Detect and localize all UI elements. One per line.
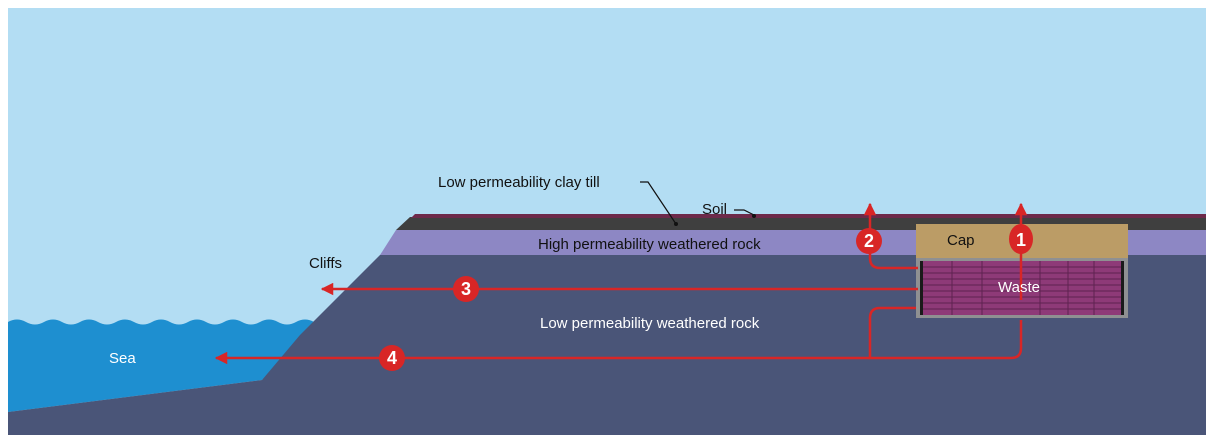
high-perm-label: High permeability weathered rock: [538, 236, 761, 253]
soil-layer: [411, 214, 1206, 218]
svg-text:3: 3: [461, 279, 471, 299]
pathway-2-arrow: [863, 202, 918, 270]
soil-leader: [734, 209, 755, 216]
waste-label: Waste: [998, 279, 1040, 296]
pathway-badge-3: 3: [453, 276, 479, 302]
cap-label: Cap: [947, 232, 975, 249]
svg-text:2: 2: [864, 231, 874, 251]
low-perm-label: Low permeability weathered rock: [540, 315, 760, 332]
sea: [8, 319, 334, 412]
svg-text:4: 4: [387, 348, 397, 368]
sea-label: Sea: [109, 350, 136, 367]
clay-till-label: Low permeability clay till: [438, 174, 600, 191]
cliffs-label: Cliffs: [309, 255, 342, 272]
pathway-badge-2: 2: [856, 228, 882, 254]
clay-till-leader: [640, 181, 677, 225]
svg-text:1: 1: [1016, 230, 1026, 250]
soil-label: Soil: [702, 201, 727, 218]
pathway-badge-1: 1: [1009, 224, 1033, 254]
low-permeability-rock: [8, 255, 1206, 435]
pathway-badge-4: 4: [379, 345, 405, 371]
